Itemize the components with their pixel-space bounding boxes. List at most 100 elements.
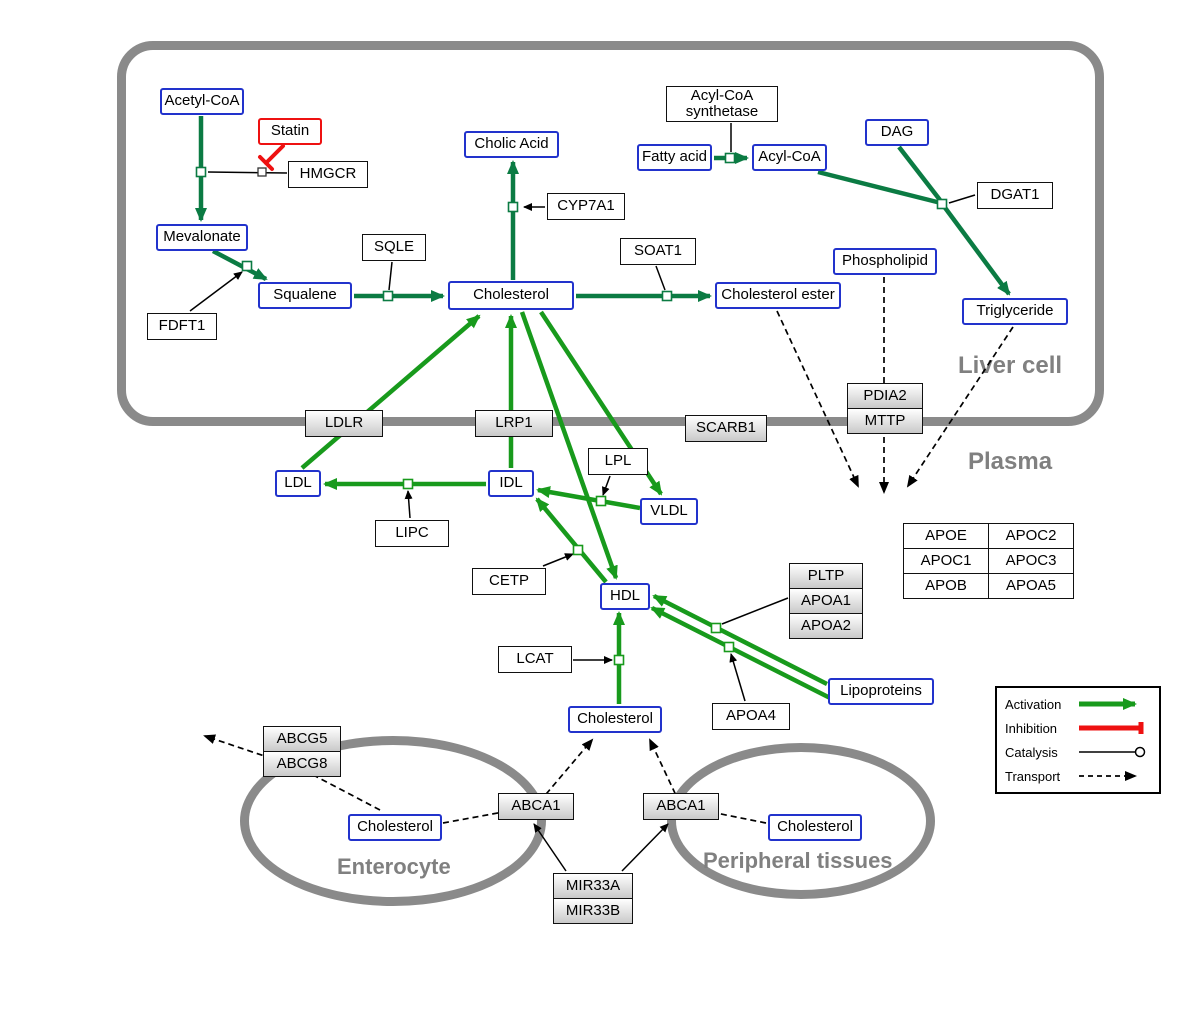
node-cholesterol-enterocyte[interactable]: Cholesterol xyxy=(348,814,442,841)
node-label: APOA5 xyxy=(1005,576,1057,594)
catalysis-fdft1 xyxy=(189,271,243,312)
node-label: APOA4 xyxy=(725,707,777,725)
node-dgat1[interactable]: DGAT1 xyxy=(977,182,1053,209)
node-lpl[interactable]: LPL xyxy=(588,448,648,475)
node-label: Cholesterol ester xyxy=(721,286,835,304)
edge-hdl-idl-cetp xyxy=(535,497,608,584)
node-apoa1[interactable]: APOA1 xyxy=(789,588,863,614)
edge-triglyceride-plasma xyxy=(906,326,1014,488)
node-label: SOAT1 xyxy=(633,242,683,260)
node-abca1-enterocyte[interactable]: ABCA1 xyxy=(498,793,574,820)
node-fdft1[interactable]: FDFT1 xyxy=(147,313,217,340)
node-label: PDIA2 xyxy=(863,386,907,404)
node-label: APOC3 xyxy=(1005,551,1057,569)
edge-peripheral-cholesterol-abca1 xyxy=(649,738,767,824)
node-label: Acyl-CoA synthetase xyxy=(685,86,759,120)
node-label: CYP7A1 xyxy=(557,197,615,215)
node-apoe[interactable]: APOE xyxy=(903,523,989,549)
node-lipc[interactable]: LIPC xyxy=(375,520,449,547)
legend-transport-label: Transport xyxy=(1005,768,1061,784)
edge-lipoproteins-hdl-upper xyxy=(652,593,829,687)
node-lrp1[interactable]: LRP1 xyxy=(475,410,553,437)
node-apoc3[interactable]: APOC3 xyxy=(988,548,1074,574)
node-label: MTTP xyxy=(864,411,906,429)
node-soat1[interactable]: SOAT1 xyxy=(620,238,696,265)
node-label: LRP1 xyxy=(495,414,533,432)
reaction-node xyxy=(710,622,722,634)
node-cholesterol-plasma[interactable]: Cholesterol xyxy=(568,706,662,733)
node-label: Acetyl-CoA xyxy=(164,92,240,110)
node-ldlr[interactable]: LDLR xyxy=(305,410,383,437)
reaction-node xyxy=(724,152,736,164)
node-abca1-peripheral[interactable]: ABCA1 xyxy=(643,793,719,820)
node-ldl[interactable]: LDL xyxy=(275,470,321,497)
node-apoa5[interactable]: APOA5 xyxy=(988,573,1074,599)
node-statin[interactable]: Statin xyxy=(258,118,322,145)
node-pltp[interactable]: PLTP xyxy=(789,563,863,589)
node-cyp7a1[interactable]: CYP7A1 xyxy=(547,193,625,220)
node-pdia2[interactable]: PDIA2 xyxy=(847,383,923,409)
node-apob[interactable]: APOB xyxy=(903,573,989,599)
node-abcg5[interactable]: ABCG5 xyxy=(263,726,341,752)
regulation-mir33-abca1-enterocyte xyxy=(533,823,567,872)
node-label: SQLE xyxy=(373,238,415,256)
node-cholesterol-peripheral[interactable]: Cholesterol xyxy=(768,814,862,841)
node-label: APOC1 xyxy=(920,551,972,569)
node-label: HDL xyxy=(609,587,640,605)
node-hdl[interactable]: HDL xyxy=(600,583,650,610)
node-mevalonate[interactable]: Mevalonate xyxy=(156,224,248,251)
edge-acylcoa-node xyxy=(817,169,942,206)
node-label: Mevalonate xyxy=(163,228,241,246)
node-dag[interactable]: DAG xyxy=(865,119,929,146)
node-mir33a[interactable]: MIR33A xyxy=(553,873,633,899)
node-label: Cholesterol xyxy=(473,286,549,304)
node-squalene[interactable]: Squalene xyxy=(258,282,352,309)
node-mir33b[interactable]: MIR33B xyxy=(553,898,633,924)
node-scarb1[interactable]: SCARB1 xyxy=(685,415,767,442)
node-apoc1[interactable]: APOC1 xyxy=(903,548,989,574)
legend-inhibition-label: Inhibition xyxy=(1005,720,1058,736)
node-label: APOC2 xyxy=(1005,526,1057,544)
node-label: Cholesterol xyxy=(577,710,653,728)
node-vldl[interactable]: VLDL xyxy=(640,498,698,525)
node-acetyl-coa[interactable]: Acetyl-CoA xyxy=(160,88,244,115)
reaction-node xyxy=(613,654,625,666)
edge-ldl-liver-cholesterol xyxy=(300,314,481,470)
node-acyl-coa-synthetase[interactable]: Acyl-CoA synthetase xyxy=(666,86,778,122)
node-apoa2[interactable]: APOA2 xyxy=(789,613,863,639)
node-label: FDFT1 xyxy=(158,317,206,335)
peripheral-tissues-label: Peripheral tissues xyxy=(703,848,893,873)
node-label: VLDL xyxy=(650,502,688,520)
node-abcg8[interactable]: ABCG8 xyxy=(263,751,341,777)
node-apoa4[interactable]: APOA4 xyxy=(712,703,790,730)
node-label: Fatty acid xyxy=(641,148,708,166)
node-cholesterol-ester[interactable]: Cholesterol ester xyxy=(715,282,841,309)
node-fatty-acid[interactable]: Fatty acid xyxy=(637,144,712,171)
node-cetp[interactable]: CETP xyxy=(472,568,546,595)
catalysis-soat1 xyxy=(655,265,666,291)
node-idl[interactable]: IDL xyxy=(488,470,534,497)
node-cholesterol-liver[interactable]: Cholesterol xyxy=(448,281,574,310)
edge-mevalonate-squalene xyxy=(211,249,268,281)
node-mttp[interactable]: MTTP xyxy=(847,408,923,434)
node-lcat[interactable]: LCAT xyxy=(498,646,572,673)
reaction-node xyxy=(195,166,207,178)
peripheral-tissues-outline xyxy=(667,743,935,899)
node-lipoproteins[interactable]: Lipoproteins xyxy=(828,678,934,705)
node-cholic-acid[interactable]: Cholic Acid xyxy=(464,131,559,158)
node-label: APOA1 xyxy=(800,591,852,609)
node-apoc2[interactable]: APOC2 xyxy=(988,523,1074,549)
node-label: MIR33A xyxy=(565,876,621,894)
node-acyl-coa[interactable]: Acyl-CoA xyxy=(752,144,827,171)
enterocyte-label: Enterocyte xyxy=(337,854,451,879)
catalysis-lpl xyxy=(602,475,611,496)
node-hmgcr[interactable]: HMGCR xyxy=(288,161,368,188)
node-sqle[interactable]: SQLE xyxy=(362,234,426,261)
node-triglyceride[interactable]: Triglyceride xyxy=(962,298,1068,325)
regulation-mir33-abca1-peripheral xyxy=(621,823,669,872)
edge-lipoproteins-hdl-lower xyxy=(650,605,842,706)
node-phospholipid[interactable]: Phospholipid xyxy=(833,248,937,275)
node-label: LDL xyxy=(284,474,312,492)
